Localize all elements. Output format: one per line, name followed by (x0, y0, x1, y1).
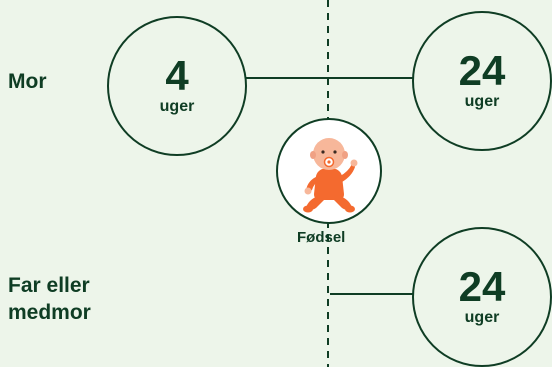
mother-pre-birth-weeks: 4 (165, 56, 188, 96)
birth-marker (276, 118, 382, 224)
partner-post-birth-weeks: 24 (459, 267, 506, 307)
partner-post-birth-circle: 24 uger (412, 227, 552, 367)
mother-pre-birth-unit: uger (160, 98, 195, 116)
row-label-partner: Far eller medmor (8, 272, 91, 326)
partner-post-birth-unit: uger (465, 309, 500, 327)
birth-caption: Fødsel (297, 229, 345, 246)
mother-pre-birth-circle: 4 uger (107, 16, 247, 156)
row-label-mother: Mor (8, 68, 47, 95)
mother-post-birth-unit: uger (465, 93, 500, 111)
mother-post-birth-weeks: 24 (459, 51, 506, 91)
mother-post-birth-circle: 24 uger (412, 11, 552, 151)
baby-icon (278, 120, 380, 222)
